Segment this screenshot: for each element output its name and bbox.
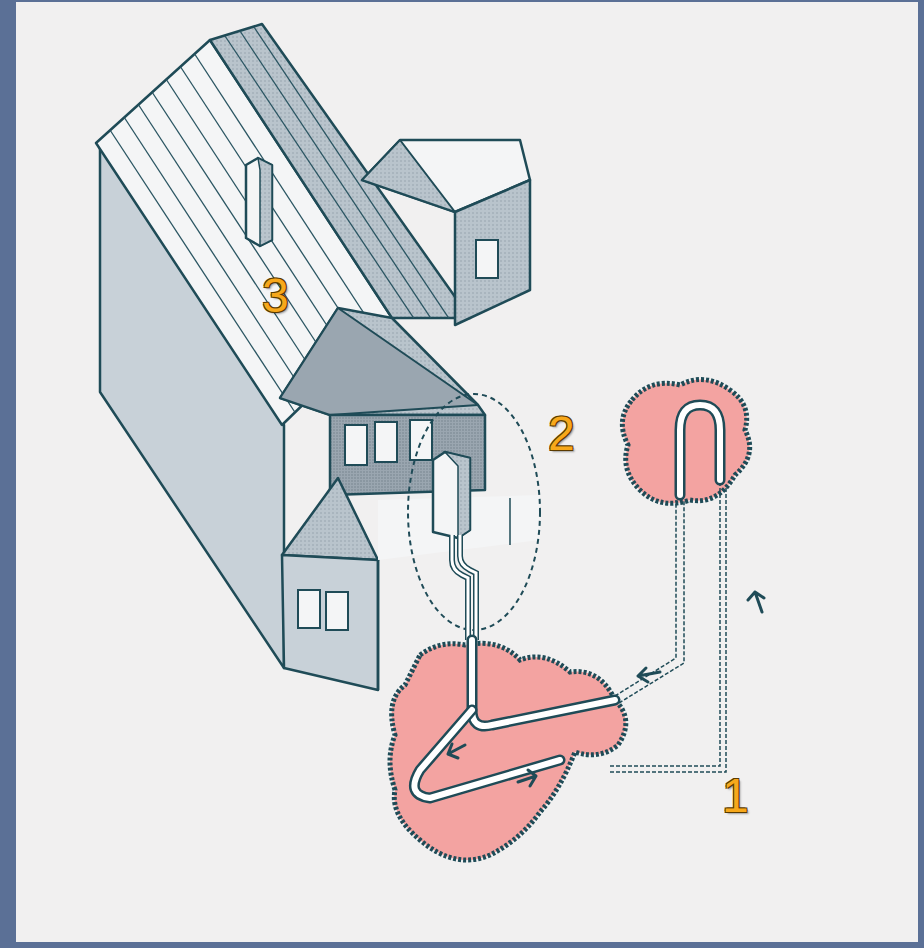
callout-number: 2 — [548, 410, 575, 458]
page-ground — [16, 2, 918, 942]
callout-number: 3 — [262, 272, 289, 320]
callout-number: 1 — [722, 772, 749, 820]
